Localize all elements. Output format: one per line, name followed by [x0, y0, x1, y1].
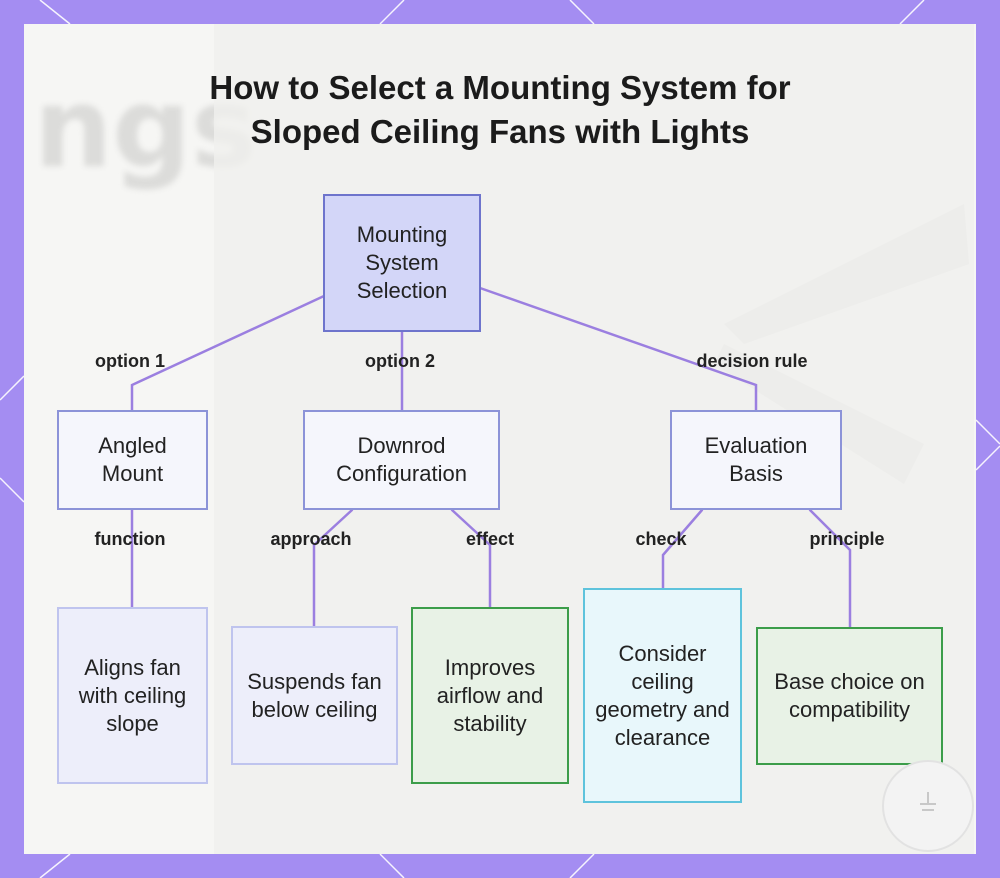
edge-label-option2: option 2	[365, 351, 435, 371]
node-base-choice: Base choice on compatibility	[756, 627, 943, 765]
edge-check	[661, 508, 704, 590]
node-aligns-fan: Aligns fan with ceiling slope	[57, 607, 208, 784]
edge-label-decision-rule: decision rule	[696, 351, 808, 371]
node-evaluation-basis: Evaluation Basis	[670, 410, 842, 510]
edge-effect	[450, 508, 492, 609]
watermark-logo-icon	[882, 760, 974, 852]
title-line-2: Sloped Ceiling Fans with Lights	[250, 113, 750, 150]
title-line-1: How to Select a Mounting System for	[209, 69, 791, 106]
node-mounting-system-selection: Mounting System Selection	[323, 194, 481, 332]
edge-decision-rule	[478, 286, 758, 412]
node-downrod-configuration: Downrod Configuration	[303, 410, 500, 510]
edge-label-option1: option 1	[95, 351, 165, 371]
edge-option1	[130, 294, 326, 412]
edge-principle	[808, 508, 852, 629]
edge-label-approach: approach	[270, 529, 352, 549]
diagram-title: How to Select a Mounting System for Slop…	[0, 66, 1000, 154]
edge-label-function: function	[94, 529, 166, 549]
node-suspends-fan: Suspends fan below ceiling	[231, 626, 398, 765]
node-improves-airflow: Improves airflow and stability	[411, 607, 569, 784]
node-angled-mount: Angled Mount	[57, 410, 208, 510]
edge-label-principle: principle	[809, 529, 885, 549]
edge-approach	[312, 508, 354, 628]
edge-label-check: check	[635, 529, 687, 549]
node-consider-ceiling: Consider ceiling geometry and clearance	[583, 588, 742, 803]
edge-label-effect: effect	[465, 529, 515, 549]
